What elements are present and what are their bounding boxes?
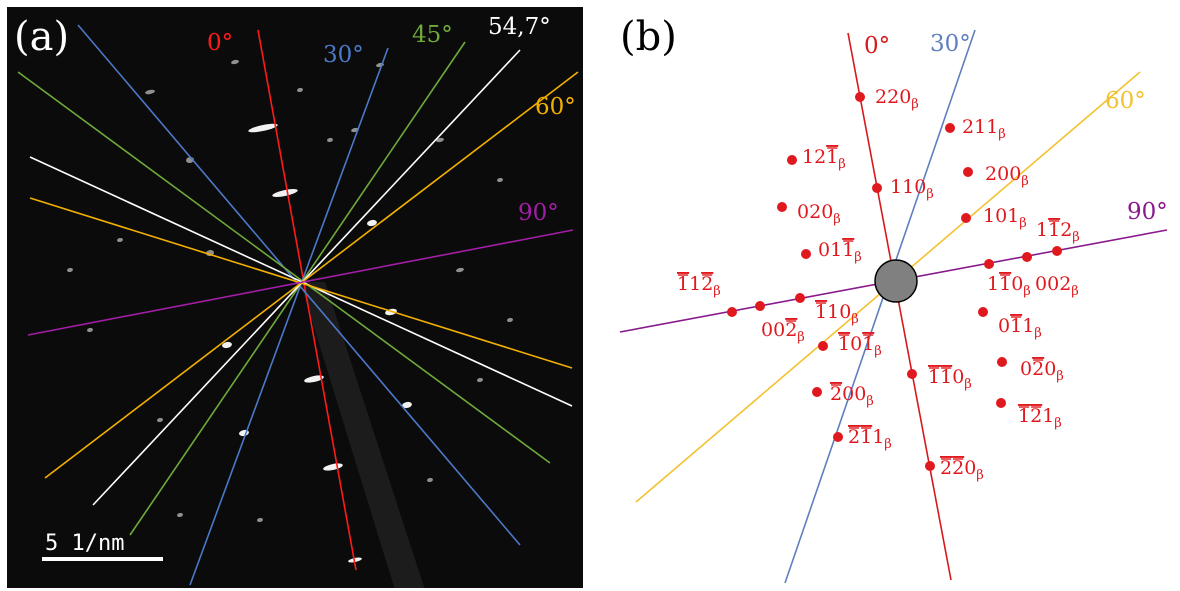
indexed-spot-dot	[818, 341, 828, 351]
diffraction-spot	[456, 267, 464, 273]
angle-label-b-0: 0°	[864, 33, 890, 59]
indexed-spot-label: 002β	[761, 319, 805, 345]
line-a-54deg-1	[29, 156, 573, 407]
line-b-30deg	[784, 29, 976, 584]
diffraction-spot	[87, 327, 93, 333]
indexed-spot-dot	[963, 167, 973, 177]
indexed-spot-label: 112β	[677, 273, 721, 299]
indexed-spot-label: 110β	[928, 366, 972, 392]
indexed-spot-label: 101β	[838, 333, 882, 359]
diffraction-spot	[257, 517, 263, 523]
panel-a-label: (a)	[14, 14, 69, 60]
indexed-spot-dot	[996, 398, 1006, 408]
indexed-spot-dot	[787, 155, 797, 165]
indexed-spot-dot	[978, 307, 988, 317]
diffraction-spot	[323, 463, 343, 471]
indexed-spot-dot	[1052, 246, 1062, 256]
diffraction-spot	[402, 401, 412, 409]
angle-label-b-60: 60°	[1105, 88, 1146, 114]
scale-bar	[42, 557, 163, 561]
line-b-0deg	[847, 32, 952, 581]
indexed-spot-label: 110β	[815, 301, 859, 327]
indexed-spot-dot	[961, 213, 971, 223]
diffraction-spot	[67, 267, 73, 273]
angle-label-a-54: 54,7°	[488, 14, 551, 40]
diffraction-spot	[348, 557, 362, 563]
indexed-spot-dot	[833, 432, 843, 442]
indexed-spot-dot	[984, 259, 994, 269]
diffraction-spot	[231, 59, 239, 65]
angle-label-a-0: 0°	[207, 30, 233, 56]
indexed-spot-label: 110β	[987, 273, 1031, 299]
indexed-spot-label: 020β	[1020, 358, 1064, 384]
indexed-spot-label: 220β	[940, 457, 984, 483]
indexed-spot-label: 011β	[998, 315, 1042, 341]
indexed-spot-dot	[812, 387, 822, 397]
indexed-spot-dot	[907, 369, 917, 379]
line-a-0deg	[257, 29, 357, 571]
diffraction-spot	[297, 87, 303, 93]
diffraction-spot	[436, 137, 444, 143]
indexed-spot-label: 112β	[1036, 219, 1080, 245]
indexed-spot-dot	[1022, 252, 1032, 262]
indexed-spot-dot	[777, 202, 787, 212]
indexed-spot-label: 110β	[890, 176, 934, 202]
angle-label-b-90: 90°	[1127, 199, 1168, 225]
indexed-spot-dot	[925, 461, 935, 471]
angle-label-a-30: 30°	[323, 42, 364, 68]
central-beam-spot	[874, 259, 918, 303]
indexed-spot-label: 121β	[802, 146, 846, 172]
indexed-spot-label: 200β	[985, 163, 1029, 189]
panel-b-label: (b)	[620, 14, 677, 60]
diffraction-spot	[177, 512, 183, 518]
diffraction-spot	[477, 377, 483, 383]
diffraction-spot	[222, 341, 232, 349]
indexed-spot-dot	[855, 92, 865, 102]
diffraction-spot	[427, 477, 433, 483]
angle-label-b-30: 30°	[930, 31, 971, 57]
line-a-60deg-2	[44, 71, 579, 479]
diffraction-spot	[327, 137, 333, 143]
diffraction-spot	[157, 417, 163, 423]
line-a-54deg-2	[92, 49, 521, 506]
panel-a: (a) 0° 30° 45° 54,7° 60° 90° 5 1/nm	[7, 7, 583, 588]
diffraction-spot	[507, 317, 513, 323]
diffraction-spot	[367, 219, 377, 227]
indexed-spot-label: 220β	[875, 86, 919, 112]
line-a-30deg-2	[189, 47, 389, 586]
diffraction-spot	[145, 89, 155, 95]
indexed-spots: 220β 211β 121β 200β 110β 020β 101β 112β 011β 112β…	[677, 86, 1080, 483]
diffraction-spot	[272, 189, 298, 197]
indexed-spot-dot	[945, 123, 955, 133]
angle-label-a-60: 60°	[535, 94, 576, 120]
indexed-spot-label: 211β	[962, 116, 1006, 142]
indexed-spot-label: 002β	[1035, 273, 1079, 299]
angle-label-a-45: 45°	[412, 22, 453, 48]
indexed-spot-label: 211β	[848, 426, 892, 452]
indexed-spot-dot	[872, 183, 882, 193]
indexed-spot-label: 200β	[830, 383, 874, 409]
indexed-spot-label: 121β	[1018, 405, 1062, 431]
indexed-spot-label: 020β	[797, 201, 841, 227]
indexed-spot-dot	[755, 301, 765, 311]
diffraction-spot	[117, 237, 123, 243]
indexed-spot-dot	[795, 293, 805, 303]
diffraction-spot	[304, 375, 324, 383]
indexed-spot-label: 101β	[983, 205, 1027, 231]
indexed-spot-dot	[997, 357, 1007, 367]
indexed-spot-dot	[801, 249, 811, 259]
line-a-90deg	[27, 229, 574, 336]
diffraction-spot	[497, 177, 503, 183]
indexed-spot-dot	[727, 307, 737, 317]
line-a-45deg-1	[17, 71, 551, 464]
diffraction-image	[7, 7, 583, 588]
diffraction-spot	[248, 123, 278, 133]
scale-bar-label: 5 1/nm	[45, 531, 124, 556]
beam-stop-shadow	[300, 282, 425, 588]
line-a-45deg-2	[129, 41, 466, 536]
indexed-spot-label: 011β	[818, 239, 862, 265]
angle-label-a-90: 90°	[518, 200, 559, 226]
